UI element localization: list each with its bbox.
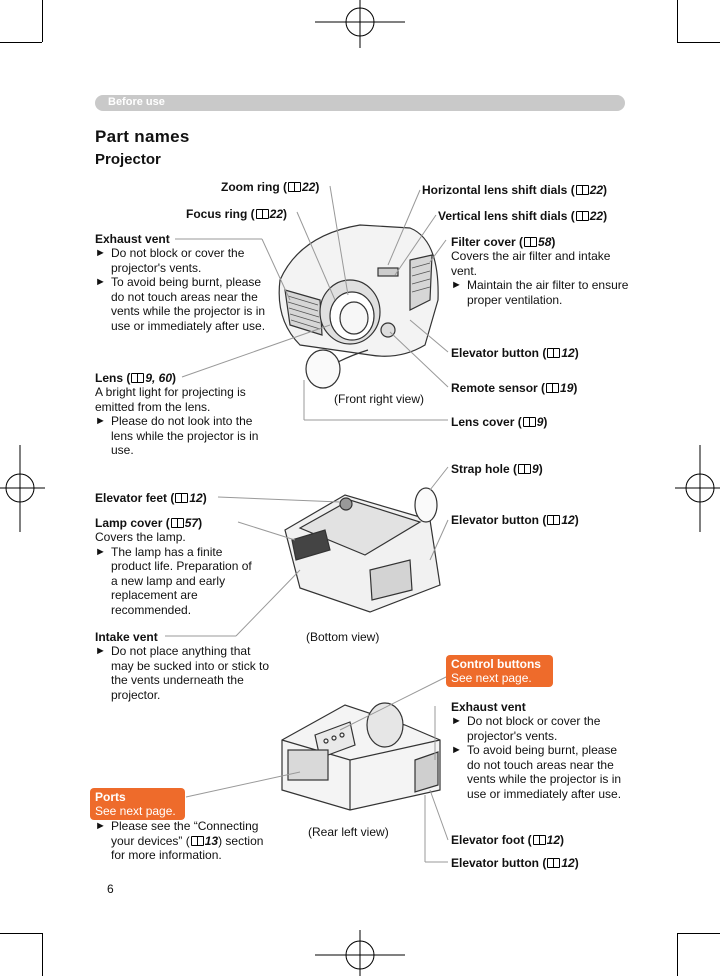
rear-view-caption: (Rear left view) bbox=[308, 825, 389, 839]
book-icon bbox=[547, 515, 561, 525]
book-icon bbox=[575, 185, 589, 195]
book-icon bbox=[255, 209, 269, 219]
filter-bullet: Maintain the air filter to ensure proper… bbox=[451, 278, 631, 307]
page-subtitle: Projector bbox=[95, 151, 161, 168]
label-elevator-button-rear: Elevator button (12) bbox=[451, 856, 579, 870]
book-icon bbox=[547, 858, 561, 868]
lens-bullet: Please do not look into the lens while t… bbox=[95, 414, 270, 458]
label-zoom-ring: Zoom ring (22) bbox=[221, 180, 320, 194]
page-number: 6 bbox=[107, 882, 114, 896]
book-icon bbox=[518, 464, 532, 474]
crop-mark bbox=[42, 0, 43, 42]
lens-description: A bright light for projecting is emitted… bbox=[95, 385, 246, 414]
lens-block: Lens (9, 60) A bright light for projecti… bbox=[95, 371, 270, 458]
intake-vent-block: Intake vent Do not place anything that m… bbox=[95, 630, 275, 702]
label-elevator-feet: Elevator feet (12) bbox=[95, 491, 207, 505]
crop-mark bbox=[677, 933, 720, 934]
book-icon bbox=[170, 518, 184, 528]
control-buttons-callout: Control buttons See next page. bbox=[446, 655, 553, 687]
label-elevator-button-bottom: Elevator button (12) bbox=[451, 513, 579, 527]
exhaust-rear-bullet-2: To avoid being burnt, please do not touc… bbox=[451, 743, 623, 801]
bottom-view-caption: (Bottom view) bbox=[306, 630, 380, 644]
label-elevator-button: Elevator button (12) bbox=[451, 346, 579, 360]
projector-bottom-illustration bbox=[284, 487, 441, 613]
book-icon bbox=[532, 835, 546, 845]
lamp-bullet: The lamp has a finite product life. Prep… bbox=[95, 545, 260, 618]
book-icon bbox=[524, 237, 538, 247]
label-filter-cover: Filter cover (58) bbox=[451, 235, 556, 249]
lamp-cover-block: Lamp cover (57) Covers the lamp. The lam… bbox=[95, 516, 260, 617]
registration-mark-top bbox=[315, 0, 405, 48]
label-lens-cover: Lens cover (9) bbox=[451, 415, 548, 429]
book-icon bbox=[175, 493, 189, 503]
label-exhaust-vent: Exhaust vent bbox=[95, 232, 170, 246]
control-buttons-note: See next page. bbox=[451, 671, 532, 685]
book-icon bbox=[575, 211, 589, 221]
label-intake-vent: Intake vent bbox=[95, 630, 158, 644]
crop-mark bbox=[42, 933, 43, 976]
leader-lines bbox=[165, 185, 449, 863]
lamp-description: Covers the lamp. bbox=[95, 530, 186, 544]
label-vertical-shift: Vertical lens shift dials (22) bbox=[438, 209, 608, 223]
crop-mark bbox=[677, 42, 720, 43]
registration-mark-right bbox=[675, 445, 720, 532]
book-icon bbox=[190, 835, 204, 846]
crop-mark bbox=[677, 933, 678, 976]
exhaust-vent-block: Exhaust vent Do not block or cover the p… bbox=[95, 232, 267, 333]
page-title: Part names bbox=[95, 127, 190, 146]
label-focus-ring: Focus ring (22) bbox=[186, 207, 288, 221]
crop-mark bbox=[0, 933, 42, 934]
front-view-caption: (Front right view) bbox=[334, 392, 425, 406]
registration-mark-bottom bbox=[315, 930, 405, 976]
book-icon bbox=[131, 373, 145, 383]
projector-rear-illustration bbox=[281, 702, 441, 811]
book-icon bbox=[288, 182, 301, 192]
ports-bullet-block: Please see the “Connecting your devices”… bbox=[95, 819, 275, 863]
label-control-buttons: Control buttons bbox=[451, 657, 541, 671]
exhaust-rear-bullet-1: Do not block or cover the projector's ve… bbox=[451, 714, 623, 743]
section-label: Before use bbox=[108, 96, 165, 108]
section-bar: Before use bbox=[95, 95, 625, 111]
filter-description: Covers the air filter and intake vent. bbox=[451, 249, 611, 278]
registration-mark-left bbox=[0, 445, 45, 532]
label-elevator-foot: Elevator foot (12) bbox=[451, 833, 565, 847]
projector-front-illustration bbox=[278, 224, 439, 389]
ports-note: See next page. bbox=[95, 804, 176, 818]
label-lens: Lens (9, 60) bbox=[95, 371, 177, 385]
book-icon bbox=[546, 383, 560, 393]
exhaust-vent-rear-block: Exhaust vent Do not block or cover the p… bbox=[451, 700, 623, 801]
label-horizontal-shift: Horizontal lens shift dials (22) bbox=[422, 183, 608, 197]
book-icon bbox=[522, 417, 536, 427]
label-lamp-cover: Lamp cover (57) bbox=[95, 516, 203, 530]
label-ports: Ports bbox=[95, 790, 126, 804]
label-exhaust-vent-rear: Exhaust vent bbox=[451, 700, 526, 714]
label-remote-sensor: Remote sensor (19) bbox=[451, 381, 578, 395]
crop-mark bbox=[0, 42, 42, 43]
ports-callout: Ports See next page. bbox=[90, 788, 185, 820]
label-strap-hole: Strap hole (9) bbox=[451, 462, 543, 476]
intake-bullet: Do not place anything that may be sucked… bbox=[95, 644, 275, 702]
exhaust-bullet-2: To avoid being burnt, please do not touc… bbox=[95, 275, 267, 333]
crop-mark bbox=[677, 0, 678, 42]
book-icon bbox=[547, 348, 561, 358]
ports-bullet: Please see the “Connecting your devices”… bbox=[95, 819, 275, 863]
filter-cover-block: Filter cover (58) Covers the air filter … bbox=[451, 235, 631, 307]
exhaust-bullet-1: Do not block or cover the projector's ve… bbox=[95, 246, 267, 275]
